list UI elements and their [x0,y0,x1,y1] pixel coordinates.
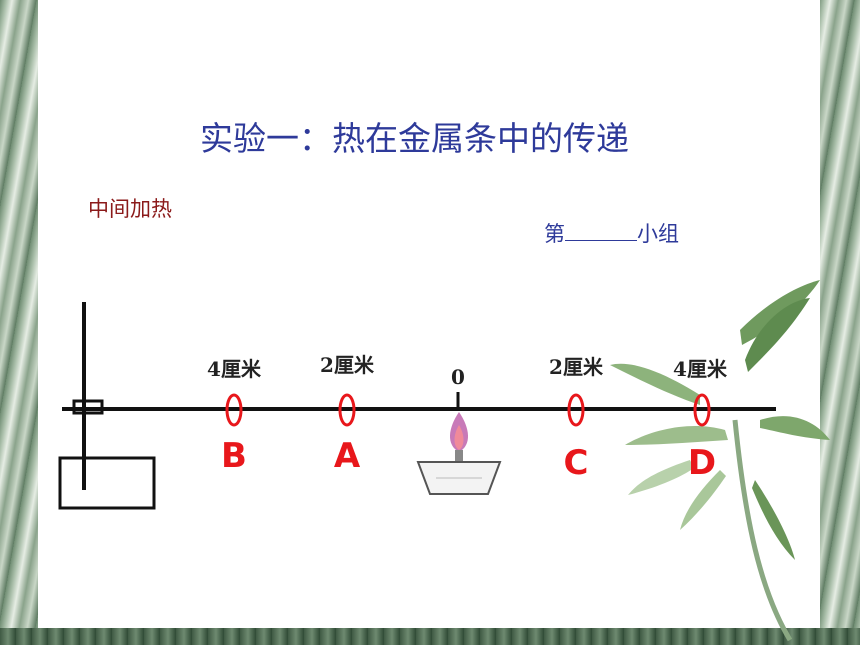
marker-a-letter: A [334,436,361,476]
marker-d: 4厘米 D [673,357,728,483]
marker-a: 2厘米 A [320,353,375,476]
heating-method-label: 中间加热 [88,197,172,221]
alcohol-lamp-icon [416,412,502,495]
group-prefix: 第 [544,222,565,246]
marker-c: 2厘米 C [549,355,604,483]
group-number-field: 第 小组 [544,218,679,248]
stand-base [58,456,156,510]
center-zero-label: 0 [451,365,465,389]
slide-title: 实验一：热在金属条中的传递 [200,119,629,158]
group-blank[interactable] [565,222,637,241]
marker-d-distance: 4厘米 [673,357,728,381]
bamboo-decoration-icon [610,280,830,642]
retort-stand [58,302,156,510]
background-bottom-strip [0,628,860,645]
marker-d-letter: D [688,443,716,483]
marker-b-letter: B [221,436,247,476]
marker-a-distance: 2厘米 [320,353,375,377]
background-left-pattern [0,0,40,645]
marker-b-distance: 4厘米 [207,357,262,381]
marker-b: 4厘米 B [207,357,262,476]
marker-c-letter: C [564,443,589,483]
background-right-pattern [818,0,860,645]
group-suffix: 小组 [637,222,679,246]
marker-c-distance: 2厘米 [549,355,604,379]
slide-canvas [38,0,820,630]
